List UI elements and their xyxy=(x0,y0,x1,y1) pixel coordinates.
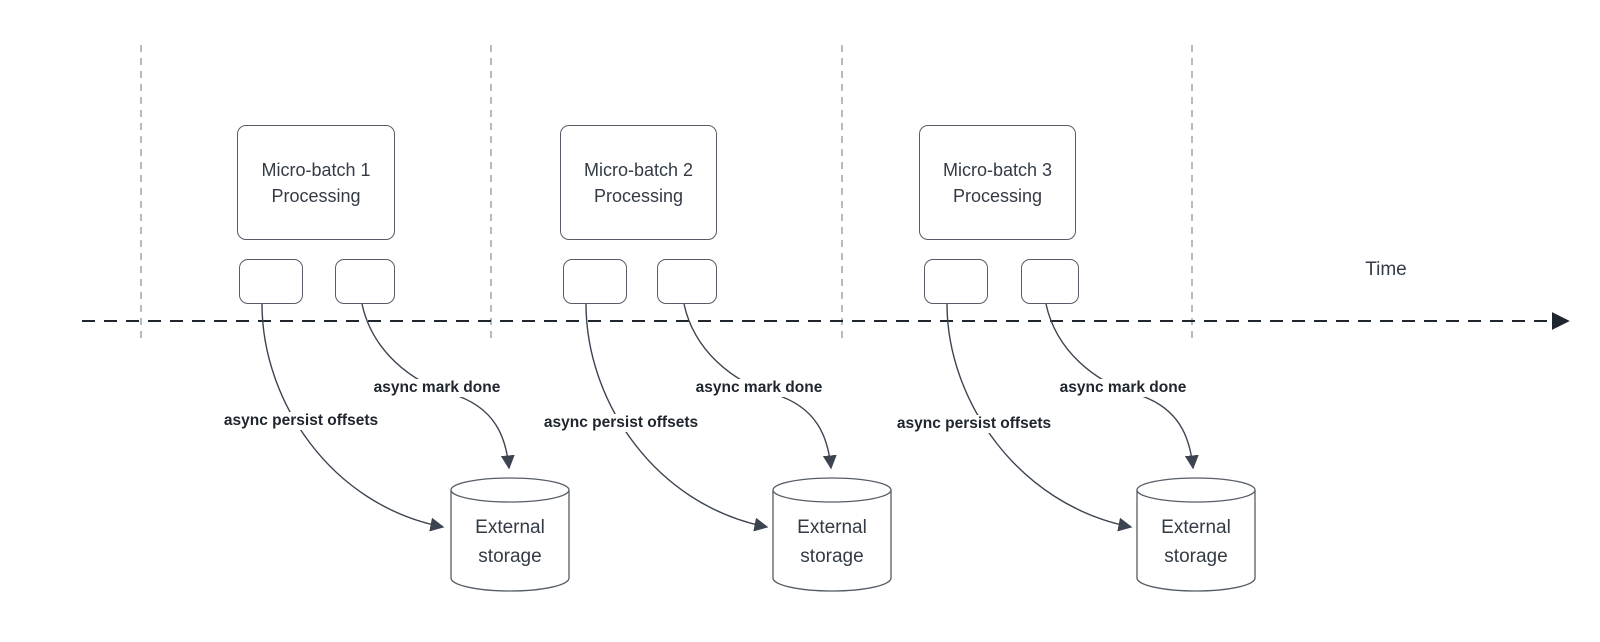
external-storage-cylinder-2 xyxy=(772,477,892,592)
micro-batch-1-processing-box: Micro-batch 1 Processing xyxy=(237,125,395,240)
async-mark-done-label-2: async mark done xyxy=(692,379,826,397)
micro-batch-1-persist-task-box xyxy=(239,259,303,304)
micro-batch-1-title-line2: Processing xyxy=(271,185,361,206)
async-persist-offsets-label-1: async persist offsets xyxy=(220,412,382,430)
time-axis-label: Time xyxy=(1365,259,1407,280)
micro-batch-3-persist-task-box xyxy=(924,259,988,304)
micro-batch-2-processing-box: Micro-batch 2 Processing xyxy=(560,125,717,240)
async-mark-done-label-1: async mark done xyxy=(370,379,504,397)
external-storage-cylinder-1 xyxy=(450,477,570,592)
async-persist-offsets-label-3: async persist offsets xyxy=(893,415,1055,433)
micro-batch-3-processing-box: Micro-batch 3 Processing xyxy=(919,125,1076,240)
micro-batch-2-persist-task-box xyxy=(563,259,627,304)
async-persist-offsets-label-2: async persist offsets xyxy=(540,414,702,432)
external-storage-label-2: External storage xyxy=(797,517,867,567)
micro-batch-1-title-line1: Micro-batch 1 xyxy=(261,159,371,180)
micro-batch-2-title-line1: Micro-batch 2 xyxy=(583,159,694,180)
micro-batch-3-mark-done-task-box xyxy=(1021,259,1079,304)
async-persist-offsets-arrow-3 xyxy=(946,303,1133,532)
micro-batch-1-mark-done-task-box xyxy=(335,259,395,304)
external-storage-cylinder-3 xyxy=(1136,477,1256,592)
micro-batch-2-title-line2: Processing xyxy=(593,185,684,206)
micro-batch-2-mark-done-task-box xyxy=(657,259,717,304)
async-mark-done-label-3: async mark done xyxy=(1056,379,1190,397)
external-storage-label-3: External storage xyxy=(1161,517,1231,567)
external-storage-label-1: External storage xyxy=(475,517,545,567)
async-persist-offsets-arrow-1 xyxy=(261,303,445,532)
micro-batch-3-title-line1: Micro-batch 3 xyxy=(942,159,1053,180)
async-persist-offsets-arrow-2 xyxy=(585,303,769,532)
micro-batch-3-title-line2: Processing xyxy=(952,185,1043,206)
